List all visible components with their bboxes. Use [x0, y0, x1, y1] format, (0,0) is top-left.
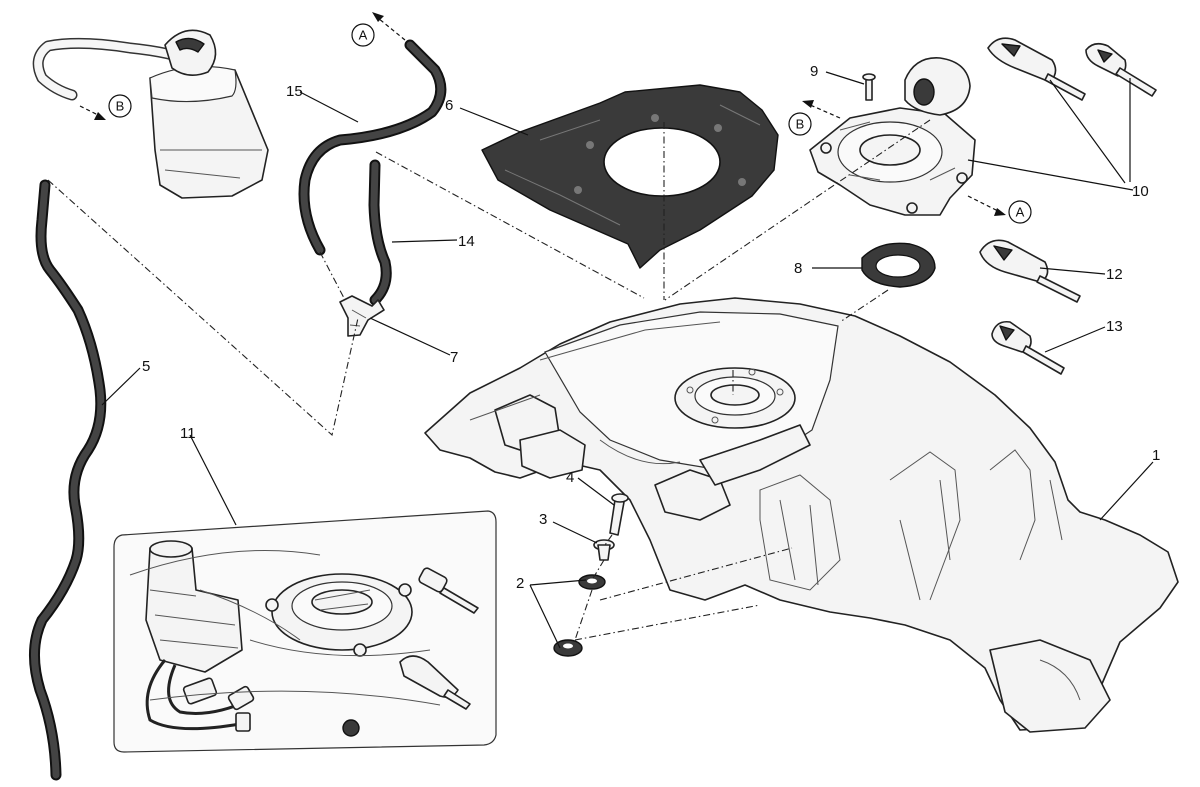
- ref-a-right: A: [1008, 200, 1032, 224]
- ref-a-top: A: [351, 23, 375, 47]
- evap-canister: [32, 29, 269, 199]
- part-7-t-fitting: [339, 295, 385, 337]
- part-14-hose: [368, 159, 392, 306]
- reference-arrows: [79, 12, 1006, 216]
- alignment-lines: [47, 119, 931, 641]
- callout-2: 2: [516, 575, 524, 592]
- svg-text:B: B: [116, 99, 125, 114]
- callout-11: 11: [180, 425, 196, 442]
- part-2-grommet-lower: [553, 639, 583, 657]
- part-6-plate: [481, 84, 779, 269]
- callout-14: 14: [458, 233, 475, 250]
- svg-text:B: B: [796, 117, 805, 132]
- part-12-key: [979, 239, 1081, 303]
- part-9-screw: [862, 73, 876, 101]
- svg-text:A: A: [1016, 205, 1025, 220]
- leader-lines: [101, 71, 1154, 649]
- part-10-key-right: [1085, 42, 1157, 97]
- callout-12: 12: [1106, 266, 1123, 283]
- part-4-bolt: [609, 493, 629, 536]
- callout-5: 5: [142, 358, 150, 375]
- part-13-key: [991, 320, 1065, 375]
- part-1-fuel-tank: [424, 297, 1179, 733]
- part-8-gasket: [861, 242, 936, 288]
- callout-6: 6: [445, 97, 453, 114]
- callout-9: 9: [810, 63, 818, 80]
- callout-8: 8: [794, 260, 802, 277]
- part-11-kit-panel: [113, 510, 497, 753]
- callout-3: 3: [539, 511, 547, 528]
- ref-b-right: B: [788, 112, 812, 136]
- ref-b-left: B: [108, 94, 132, 118]
- part-15-hose: [298, 39, 447, 256]
- svg-text:A: A: [359, 28, 368, 43]
- part-10-filler-cap: [809, 57, 976, 216]
- callout-15: 15: [286, 83, 303, 100]
- callout-1: 1: [1152, 447, 1160, 464]
- part-5-hose: [28, 179, 107, 781]
- callout-10: 10: [1132, 183, 1149, 200]
- part-3-spacer: [593, 539, 615, 561]
- part-2-grommet-upper: [578, 574, 606, 590]
- part-10-key-left: [987, 37, 1086, 101]
- callout-13: 13: [1106, 318, 1123, 335]
- callout-4: 4: [566, 469, 574, 486]
- callout-7: 7: [450, 349, 458, 366]
